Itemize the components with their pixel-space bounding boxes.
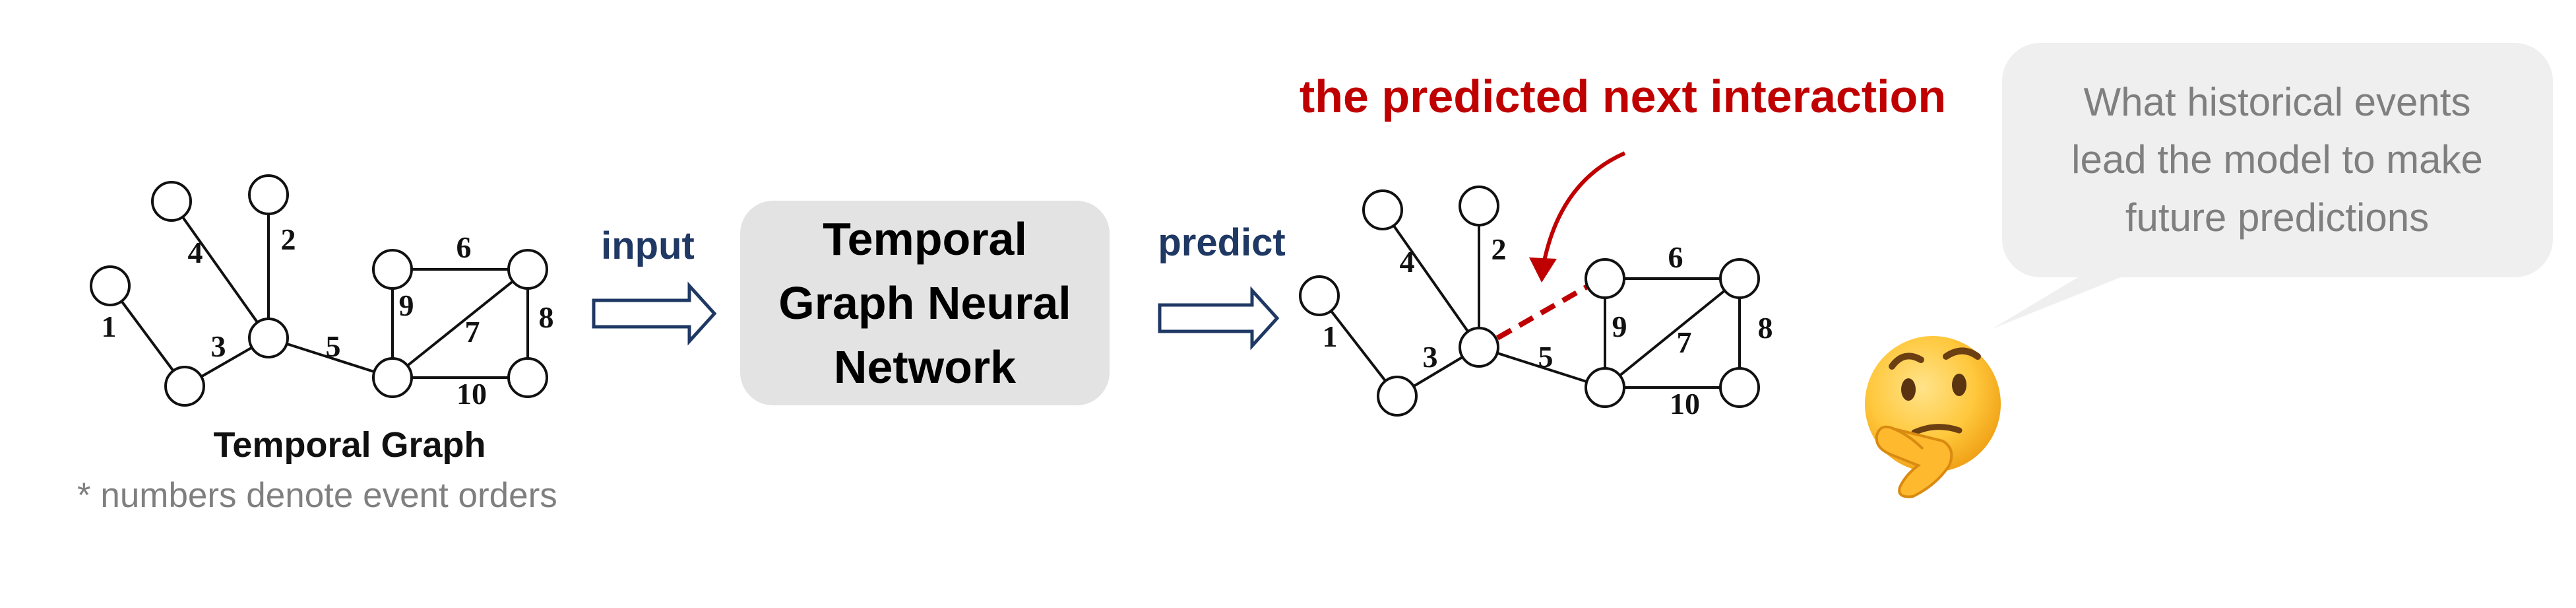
edge-label: 7: [1677, 325, 1692, 359]
edge-label: 9: [399, 288, 414, 322]
speech-bubble-line2: lead the model to make: [2071, 137, 2483, 182]
edge-label: 4: [188, 236, 203, 269]
edge-label: 9: [1612, 310, 1627, 343]
temporal-graph-title: Temporal Graph: [213, 425, 486, 465]
predict-arrow-icon: [1158, 286, 1280, 351]
graph-node: [1362, 189, 1403, 230]
edge-label: 7: [465, 315, 480, 349]
temporal-graph: [109, 200, 529, 388]
graph-node: [1299, 275, 1340, 316]
edge-label: 5: [326, 329, 341, 363]
graph-node: [248, 174, 289, 215]
graph-node: [164, 366, 205, 407]
edge-label: 1: [102, 310, 117, 343]
graph-node: [507, 249, 548, 290]
predicted-edge-dashed: [1496, 283, 1590, 341]
graph-node: [1719, 367, 1760, 408]
edge-label: 10: [456, 377, 487, 411]
graph-node: [1585, 367, 1625, 408]
predicted-graph-edge-labels: 1 2 3 4 5 6 7 8 9 10: [1323, 232, 1773, 421]
input-label: input: [601, 224, 695, 267]
speech-bubble-line3: future predictions: [2125, 195, 2429, 240]
edge-label: 8: [1758, 311, 1773, 345]
thinking-face-icon: [1865, 336, 2001, 498]
graph-node: [90, 265, 131, 306]
model-box-line1: Temporal: [823, 213, 1027, 265]
curved-arrow-icon: [1542, 151, 1626, 265]
graph-node: [372, 357, 413, 398]
edge-label: 2: [1492, 232, 1507, 266]
speech-bubble-tail: [1992, 277, 2121, 329]
temporal-graph-edge-labels: 1 2 3 4 5 6 7 8 9 10: [102, 222, 554, 411]
edge-label: 5: [1538, 340, 1554, 374]
graph-node: [1459, 186, 1499, 226]
edge-label: 1: [1323, 320, 1338, 353]
speech-bubble: What historical events lead the model to…: [1992, 43, 2553, 329]
temporal-graph-nodes: [90, 174, 548, 407]
model-box-line3: Network: [834, 341, 1016, 393]
edge-label: 8: [539, 300, 554, 334]
graph-node: [1585, 258, 1625, 299]
graph-node: [507, 357, 548, 398]
edge-label: 3: [1423, 340, 1438, 374]
curved-arrow-head: [1529, 257, 1557, 283]
graph-node: [151, 181, 192, 222]
speech-bubble-body: [2002, 43, 2553, 277]
speech-bubble-line1: What historical events: [2084, 80, 2471, 124]
graph-node: [1719, 258, 1760, 299]
predict-label: predict: [1158, 221, 1285, 264]
model-box-line2: Graph Neural: [778, 277, 1071, 329]
predicted-graph: [1318, 209, 1741, 397]
edge-label: 10: [1670, 387, 1700, 421]
edge-label: 4: [1400, 245, 1415, 279]
graph-node: [1377, 376, 1418, 417]
edge-label: 2: [281, 222, 296, 256]
edge-label: 6: [1668, 240, 1683, 274]
event-order-note: * numbers denote event orders: [77, 476, 557, 515]
input-arrow-icon: [592, 281, 717, 346]
graph-node: [372, 249, 413, 290]
edge-label: 3: [211, 329, 226, 363]
predicted-graph-nodes: [1299, 186, 1760, 417]
tgnn-model-box: [740, 201, 1110, 405]
predicted-interaction-label: the predicted next interaction: [1300, 71, 1946, 122]
graph-node: [1459, 327, 1499, 368]
graph-node: [248, 318, 289, 358]
edge-label: 6: [456, 230, 472, 264]
